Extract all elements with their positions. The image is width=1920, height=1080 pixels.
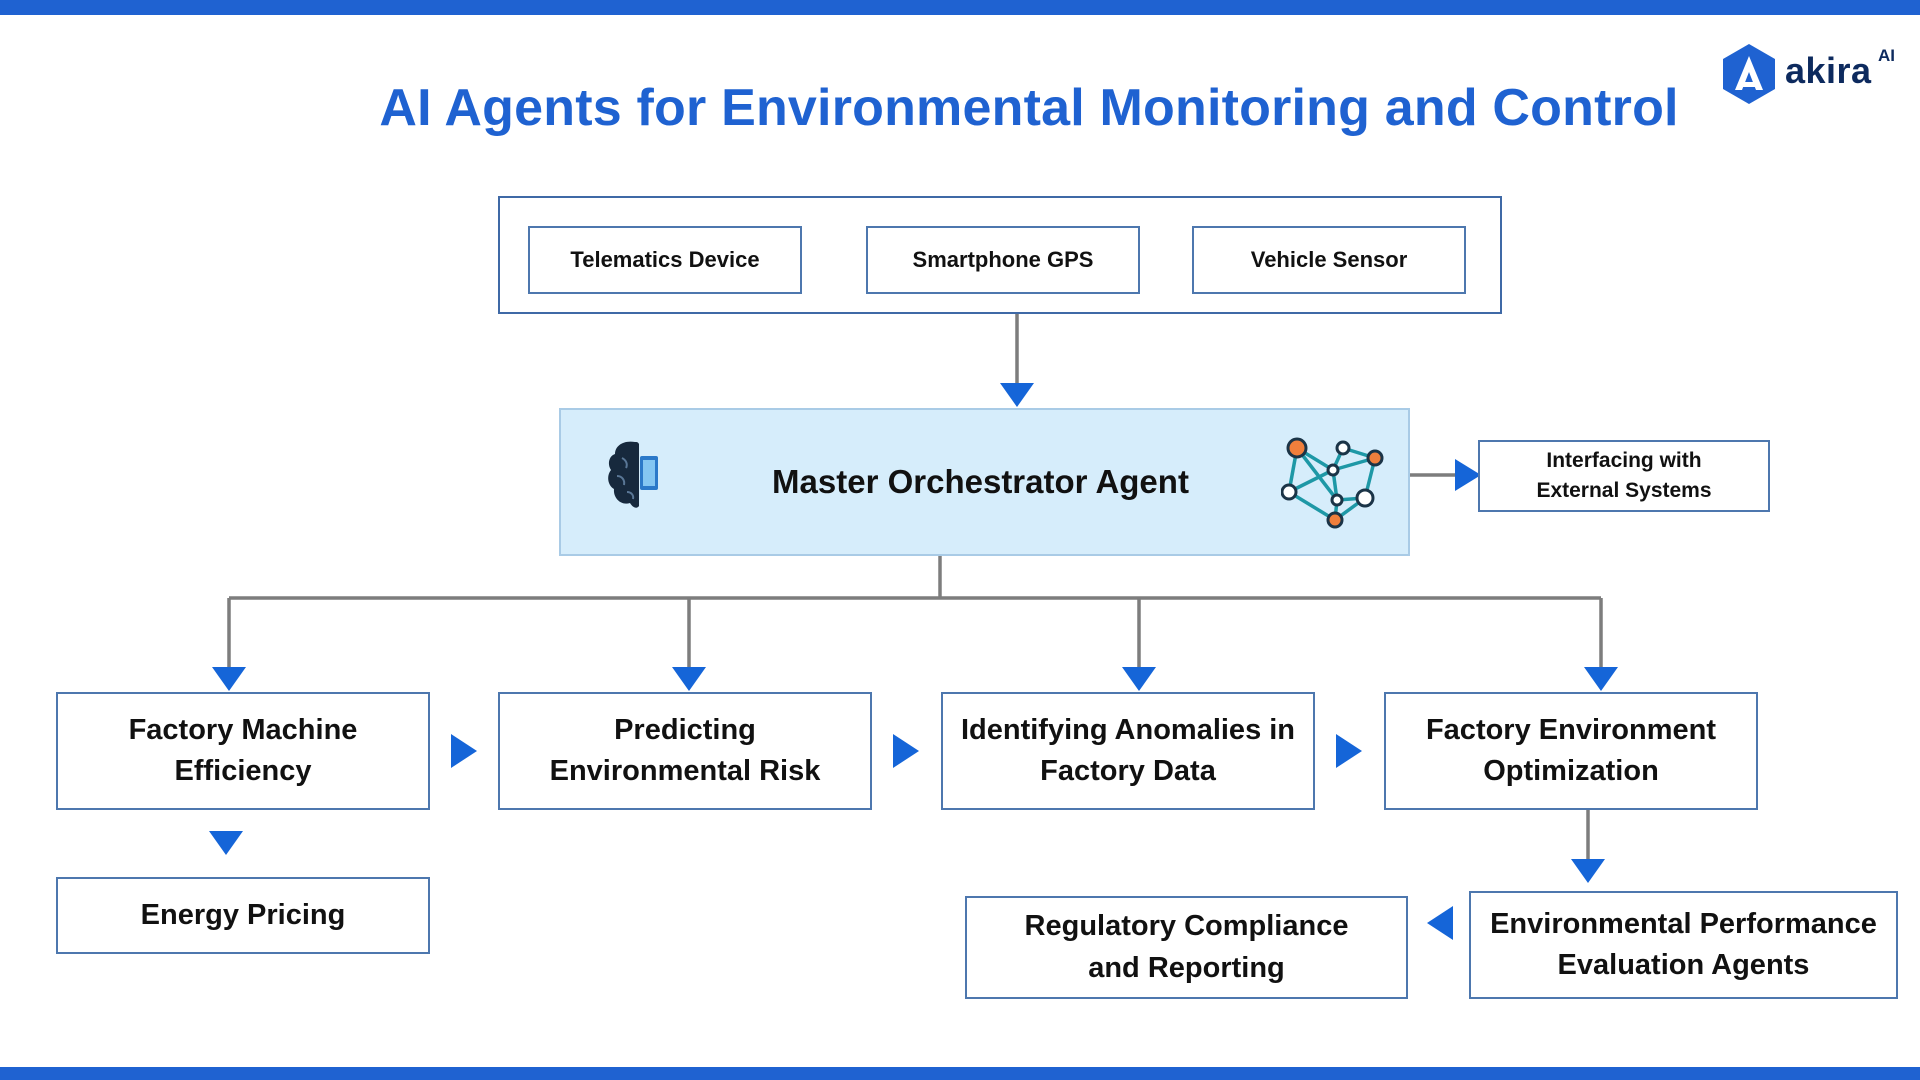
arrow-down-agent-0	[212, 667, 246, 691]
arrow-right-agent-2-to-3	[1336, 734, 1362, 768]
arrow-left-regulatory	[1427, 906, 1453, 940]
evaluation-label: Environmental Performance Evaluation Age…	[1490, 904, 1877, 986]
regulatory-label-line-1: Regulatory Compliance	[1024, 910, 1349, 943]
agent-label-line-2: Environmental Risk	[549, 755, 821, 787]
akira-logo-icon	[1723, 44, 1775, 104]
agent-label-line-1: Factory Machine	[128, 713, 358, 746]
source-smartphone-gps: Smartphone GPS	[866, 226, 1140, 294]
agent-factory-environment-optimization: Factory Environment Optimization	[1384, 692, 1758, 810]
evaluation-label-line-2: Evaluation Agents	[1557, 949, 1810, 981]
source-vehicle-sensor: Vehicle Sensor	[1192, 226, 1466, 294]
source-label: Telematics Device	[570, 247, 760, 273]
brain-icon	[608, 441, 658, 508]
agent-identifying-anomalies: Identifying Anomalies in Factory Data	[941, 692, 1315, 810]
agent-factory-machine-efficiency: Factory Machine Efficiency	[56, 692, 430, 810]
agent-predicting-environmental-risk: Predicting Environmental Risk	[498, 692, 872, 810]
arrow-right-agent-0-to-1	[451, 734, 477, 768]
external-label-line-1: Interfacing with	[1546, 448, 1702, 472]
agent-energy-pricing: Energy Pricing	[56, 877, 430, 954]
agent-label: Predicting Environmental Risk	[550, 710, 821, 792]
page-title: AI Agents for Environmental Monitoring a…	[379, 79, 1679, 137]
orchestrator-label: Master Orchestrator Agent	[772, 462, 1189, 500]
agent-label: Identifying Anomalies in Factory Data	[961, 710, 1295, 792]
agent-environmental-performance-evaluation: Environmental Performance Evaluation Age…	[1469, 891, 1898, 999]
arrow-right-external	[1455, 459, 1481, 491]
source-label: Smartphone GPS	[912, 247, 1094, 273]
external-label-line-2: External Systems	[1536, 479, 1712, 502]
arrow-down-energy	[209, 831, 243, 855]
external-systems-node: Interfacing with External Systems	[1478, 440, 1770, 512]
agent-label-line-2: Factory Data	[1040, 755, 1216, 787]
arrow-down-agent-3	[1584, 667, 1618, 691]
regulatory-label: Regulatory Compliance and Reporting	[1025, 906, 1349, 988]
logo-superscript: AI	[1878, 46, 1895, 65]
evaluation-label-line-1: Environmental Performance	[1490, 907, 1877, 940]
master-orchestrator-node: Master Orchestrator Agent	[559, 408, 1410, 556]
arrow-down-agent-1	[672, 667, 706, 691]
agent-regulatory-compliance: Regulatory Compliance and Reporting	[965, 896, 1408, 999]
agent-label-line-1: Factory Environment	[1425, 713, 1717, 746]
logo-brand-text: akira	[1785, 50, 1872, 91]
source-label: Vehicle Sensor	[1250, 247, 1408, 273]
top-accent-bar	[0, 0, 1920, 15]
agent-label-line-2: Efficiency	[174, 755, 312, 787]
arrow-down-evaluation	[1571, 859, 1605, 883]
agent-label: Factory Machine Efficiency	[129, 710, 358, 792]
brand-logo: akira AI	[1718, 42, 1908, 106]
bottom-accent-bar	[0, 1067, 1920, 1080]
agent-label-line-2: Optimization	[1483, 755, 1659, 787]
arrowheads	[209, 383, 1618, 940]
arrow-down-orchestrator	[1000, 383, 1034, 407]
arrow-down-agent-2	[1122, 667, 1156, 691]
agent-label-line-1: Identifying Anomalies in	[960, 713, 1296, 746]
regulatory-label-line-2: and Reporting	[1088, 951, 1285, 984]
connector-lines	[227, 314, 1603, 860]
arrow-right-agent-1-to-2	[893, 734, 919, 768]
energy-label: Energy Pricing	[140, 898, 346, 931]
external-label: Interfacing with External Systems	[1536, 446, 1711, 507]
agent-label-line-1: Predicting	[614, 713, 756, 746]
agent-label: Factory Environment Optimization	[1426, 710, 1716, 792]
source-telematics-device: Telematics Device	[528, 226, 802, 294]
network-icon	[1281, 437, 1384, 529]
